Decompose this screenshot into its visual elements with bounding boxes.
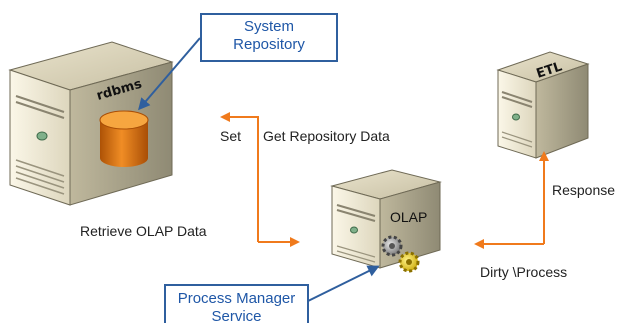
set-flow-arrow	[220, 112, 259, 242]
process-manager-callout: Process Manager Service	[164, 284, 309, 323]
etl-server: ETL	[496, 51, 590, 159]
response-label: Response	[552, 182, 616, 198]
rdbms-server: rdbms	[8, 41, 174, 206]
olap-server	[330, 169, 442, 273]
system-repository-pointer	[138, 37, 201, 111]
flow-connectors	[220, 112, 549, 249]
process-manager-line1: Process Manager	[177, 290, 296, 307]
system-repository-line1: System	[243, 18, 294, 35]
gears-icon	[381, 235, 420, 273]
system-repository-line2: Repository	[233, 36, 305, 53]
retrieve-olap-data-label: Retrieve OLAP Data	[80, 223, 207, 239]
get-repository-data-label: Get Repository Data	[263, 128, 390, 144]
set-label: Set	[220, 128, 242, 144]
system-repository-callout: System Repository	[200, 13, 338, 62]
database-cylinder-icon	[99, 110, 149, 167]
olap-label: OLAP	[390, 209, 427, 225]
dirty-process-label: Dirty \Process	[480, 264, 568, 280]
process-manager-line2: Service	[211, 308, 262, 323]
callout-connectors	[138, 37, 380, 303]
process-manager-pointer	[305, 265, 380, 303]
